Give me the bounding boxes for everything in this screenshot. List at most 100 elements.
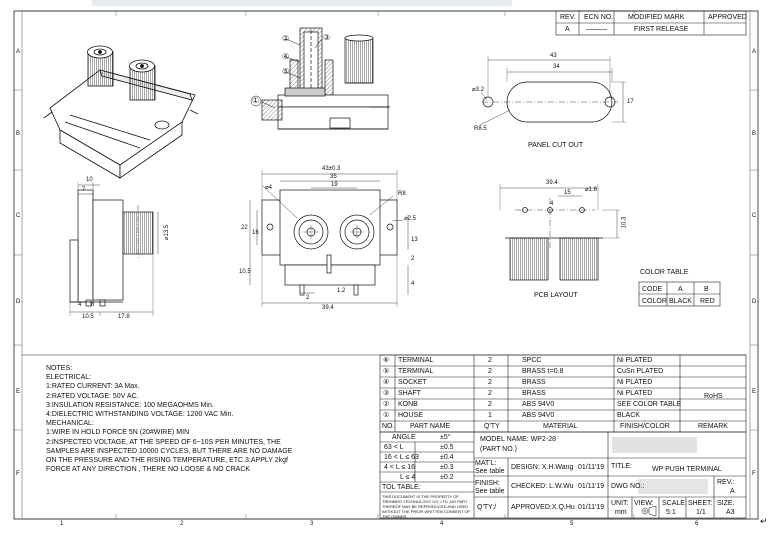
- tol-angle-value: ±5°: [440, 434, 451, 441]
- bom-name: TERMINAL: [398, 357, 434, 364]
- tol-value: ±0.4: [440, 454, 454, 461]
- tol-range: L ≤ 4: [400, 474, 416, 481]
- bom-name: KONB: [398, 401, 418, 408]
- border-letter: B: [16, 131, 21, 137]
- bom-material: BRASS: [522, 379, 546, 386]
- pcb-layout-title: PCB LAYOUT: [534, 292, 578, 299]
- side-dim-dia: ⌀13.5: [164, 224, 171, 241]
- border-number: 1: [60, 521, 64, 527]
- callout-5: ⑤: [282, 67, 290, 76]
- bom-finish: Ni PLATED: [617, 357, 653, 364]
- border-number: 5: [570, 521, 574, 527]
- border-number: 4: [440, 521, 444, 527]
- bom-qty: 2: [488, 368, 492, 375]
- panel-dim-34: 34: [553, 64, 560, 70]
- note-line: 1:WIRE IN HOLD FORCE 5N (20#WIRE) MIN: [46, 429, 190, 437]
- bom-qty: 2: [488, 379, 492, 386]
- bom-qty: 2: [488, 401, 492, 408]
- front-view: [249, 170, 409, 307]
- side-dim-10: 10: [86, 177, 93, 183]
- bom-name: HOUSE: [398, 412, 423, 419]
- pcb-dim-dia: ⌀1.6: [585, 187, 597, 193]
- border-number: 3: [310, 521, 314, 527]
- color-table-color: COLOR: [642, 298, 667, 305]
- bom-qty: 1: [488, 412, 492, 419]
- bom-no: ②: [383, 401, 390, 408]
- front-dim-19: 19: [331, 182, 338, 188]
- front-dim-1-2: 1.2: [337, 288, 346, 294]
- border-number: 6: [695, 521, 699, 527]
- ecn-header: ECN NO.: [584, 14, 614, 21]
- modified-mark-value: FIRST RELEASE: [634, 26, 689, 33]
- tol-value: ±0.5: [440, 444, 454, 451]
- color-table-b: B: [704, 286, 709, 293]
- part-no: (PART NO.): [480, 446, 517, 453]
- panel-dim-17: 17: [627, 99, 634, 105]
- unit-label: UNIT:: [611, 500, 629, 507]
- bom-no: ③: [383, 390, 390, 397]
- note-line: NOTES:: [46, 365, 73, 372]
- note-line: FORCE AT ANY DIRECTION , THERE NO LOOSE …: [46, 466, 251, 474]
- bom-remark-rohs: RoHS: [704, 393, 723, 400]
- modified-mark-header: MODIFIED MARK: [628, 14, 685, 21]
- view-label: VIEW:: [634, 500, 654, 507]
- rev-header: REV.: [560, 14, 576, 21]
- isometric-view: [43, 45, 199, 179]
- panel-dim-43: 43: [550, 53, 557, 59]
- color-table-red: RED: [700, 298, 715, 305]
- bom-material: ABS 94V0: [522, 412, 555, 419]
- bom-header-remark: REMARK: [698, 423, 728, 430]
- note-line: 1:RATED CURRENT: 3A Max.: [46, 383, 140, 391]
- side-dim-10-5: 10.5: [82, 314, 94, 320]
- border-letter: A: [16, 49, 21, 55]
- front-dim-10-5: 10.5: [239, 269, 251, 275]
- bom-qty: 2: [488, 357, 492, 364]
- front-dim-dia4: ⌀4: [265, 185, 272, 191]
- border-letter: F: [752, 471, 756, 477]
- panel-dim-radius: R8.5: [474, 126, 487, 132]
- panel-cutout-view: [479, 56, 626, 126]
- bom-no: ①: [383, 412, 390, 419]
- side-dim-17-8: 17.8: [118, 314, 130, 320]
- note-line: 3:INSULATION RESISTANCE: 100 MEGAOHMS Mi…: [46, 401, 214, 409]
- approved-by: APPROVED:X.Q.Hu: [511, 504, 575, 511]
- color-table-title: COLOR TABLE: [640, 269, 689, 276]
- bom-name: SHAFT: [398, 390, 421, 397]
- bom-qty: 2: [488, 390, 492, 397]
- panel-cutout-title: PANEL CUT OUT: [528, 142, 584, 149]
- tol-range: 4 < L ≤ 16: [384, 464, 416, 471]
- bom-finish: CuSn PLATED: [617, 368, 664, 375]
- front-dim-2b: 2: [306, 295, 310, 301]
- border-letter: E: [16, 389, 21, 395]
- pcb-dim-39-4: 39.4: [546, 180, 558, 186]
- bom-header-material: MATERIAL: [543, 423, 578, 430]
- approved-date: 01/11'19: [578, 504, 605, 511]
- dwg-no-label: DWG NO.:: [611, 483, 645, 490]
- tol-range: 63 < L: [384, 444, 404, 451]
- unit-value: mm: [615, 509, 627, 516]
- design-by: DESIGN: X.H.Wang: [511, 464, 574, 471]
- side-view: [69, 182, 159, 316]
- front-dim-39-4: 39.4: [322, 305, 334, 311]
- color-table-a: A: [678, 286, 683, 293]
- pcb-layout-view: [499, 184, 620, 281]
- tol-value: ±0.3: [440, 464, 454, 471]
- checked-date: 01/11'19: [578, 483, 605, 490]
- border-number: 2: [180, 521, 184, 527]
- drawing-title: WP PUSH TERMINAL: [652, 466, 722, 473]
- model-name: MODEL NAME: WP2-28: [480, 436, 556, 443]
- border-letter: F: [16, 471, 20, 477]
- bom-material: ABS 94V0: [522, 401, 555, 408]
- callout-3: ③: [323, 33, 331, 42]
- bom-material: BRASS: [522, 390, 546, 397]
- border-letter: C: [752, 213, 757, 219]
- note-line: MECHANICAL:: [46, 420, 94, 428]
- front-dim-dia2-5: ⌀2.5: [404, 216, 416, 222]
- pcb-dim-15: 15: [564, 190, 571, 196]
- note-line: SAMPLES ARE INSPECTED 10000 CYCLES, BUT …: [46, 447, 293, 455]
- tol-angle: ANGLE: [392, 434, 416, 441]
- callout-2: ②: [282, 34, 290, 43]
- bom-finish: BLACK: [617, 412, 640, 419]
- finish-label: FINISH:: [475, 480, 500, 487]
